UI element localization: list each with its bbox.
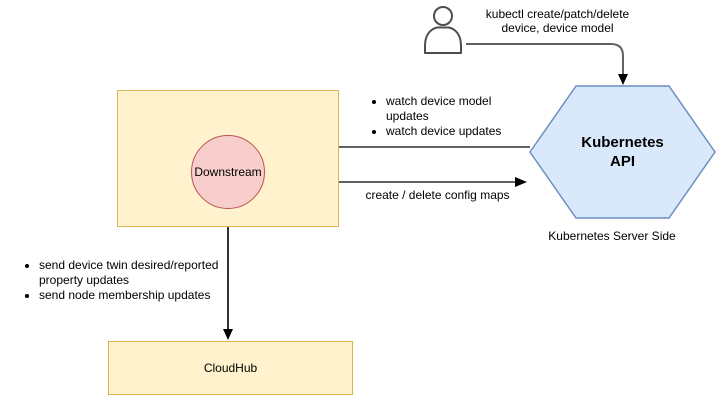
kubectl-action-label: kubectl create/patch/delete device, devi… [485, 7, 630, 35]
kubernetes-api-label: Kubernetes API [581, 134, 664, 170]
edge-user-to-api-line [466, 43, 624, 76]
kubernetes-api-hexagon [529, 85, 716, 219]
person-icon-body [424, 26, 462, 54]
cloudhub-label: CloudHub [203, 361, 258, 375]
kubernetes-server-side-caption: Kubernetes Server Side [548, 229, 676, 243]
person-icon [424, 6, 462, 54]
note-item: send device twin desired/reported proper… [39, 258, 247, 288]
cloudhub-node: CloudHub [108, 341, 353, 395]
watch-notes-list: watch device model updates watch device … [370, 94, 526, 139]
note-item: watch device model updates [386, 94, 526, 124]
downstream-label: Downstream [194, 165, 262, 179]
note-item: watch device updates [386, 124, 526, 139]
note-item: send node membership updates [39, 288, 247, 303]
send-notes-list: send device twin desired/reported proper… [23, 258, 247, 303]
kubernetes-api-hexagon-shape [529, 85, 716, 219]
config-maps-edge-label: create / delete config maps [365, 188, 510, 202]
edge-downstream-to-cloudhub-arrowhead [223, 329, 233, 340]
person-icon-head [433, 6, 453, 26]
edge-user-to-api-arrowhead [618, 74, 628, 85]
downstream-node: Downstream [191, 135, 265, 209]
edge-configmaps-arrowhead [515, 177, 527, 187]
